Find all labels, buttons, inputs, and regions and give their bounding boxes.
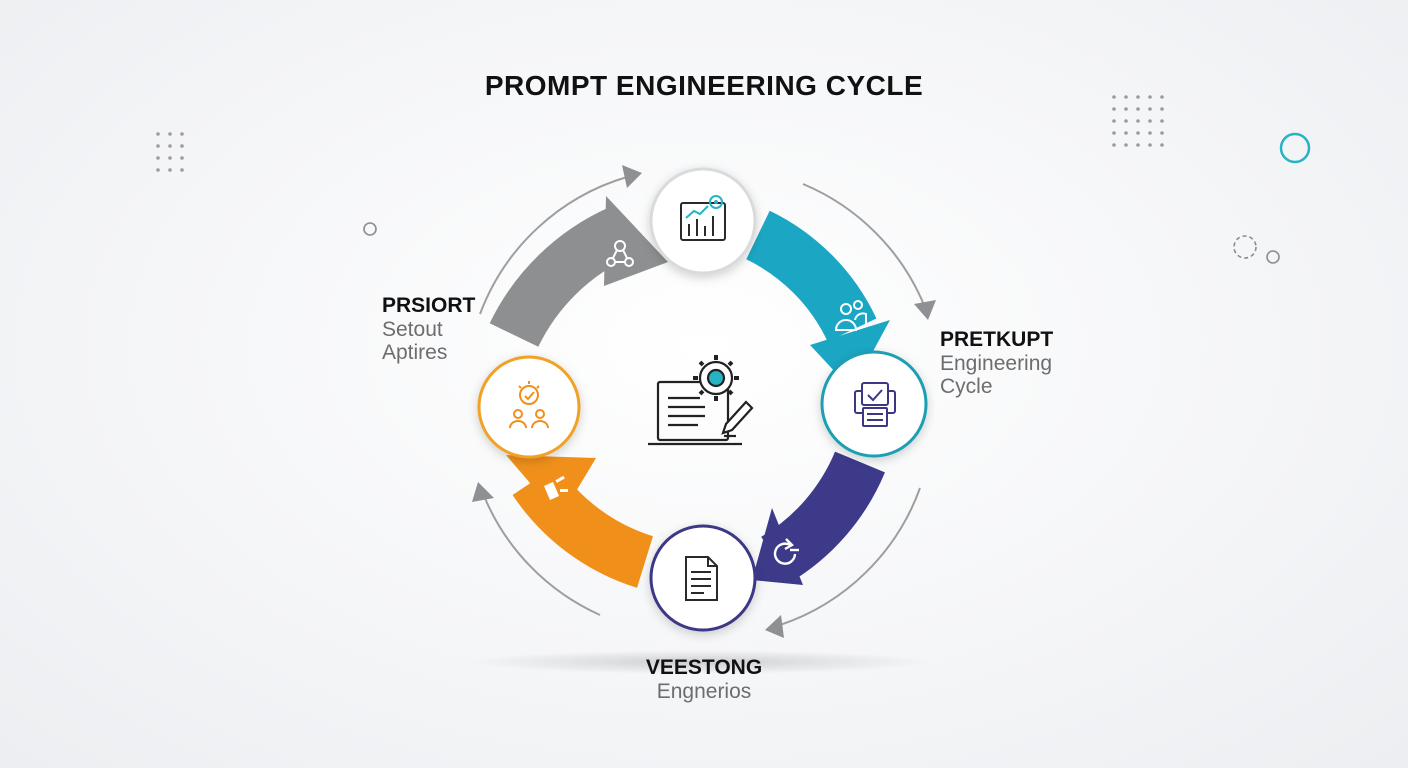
node-bottom xyxy=(649,524,757,632)
label-right-line1: Engineering xyxy=(940,351,1053,375)
segment-gray xyxy=(489,207,632,348)
bar-chart-target-icon xyxy=(680,195,726,241)
dot-grid-left-decoration xyxy=(156,132,184,172)
ring-decoration-small-right xyxy=(1266,250,1280,264)
outer-arrowhead-bottom-right xyxy=(765,615,784,638)
segment-gray-arrowhead xyxy=(604,196,668,286)
outer-arrowhead-bottom-left xyxy=(472,482,494,502)
label-left-line2: Aptires xyxy=(382,341,448,365)
label-left: PRSIORT Setout Aptires xyxy=(382,294,475,365)
ring-decoration-teal xyxy=(1279,132,1311,164)
outer-arrowhead-top-left xyxy=(622,165,642,188)
node-top xyxy=(649,167,757,275)
node-left xyxy=(477,355,581,459)
users-icon xyxy=(834,300,867,331)
segment-teal-arrowhead xyxy=(810,320,890,390)
outer-arrow-bottom-right xyxy=(779,487,921,626)
label-right-line2: Cycle xyxy=(940,375,993,399)
page-title: PROMPT ENGINEERING CYCLE xyxy=(484,70,924,101)
document-lines-icon xyxy=(685,556,718,601)
clipboard-check-icon xyxy=(854,382,896,427)
outer-arrow-top-left xyxy=(479,176,628,315)
label-right: PRETKUPT Engineering Cycle xyxy=(940,328,1053,399)
label-bottom-heading: VEESTONG xyxy=(645,656,763,679)
label-right-heading: PRETKUPT xyxy=(940,328,1054,351)
ring-decoration-small xyxy=(363,222,377,236)
label-bottom-line1: Engnerios xyxy=(656,679,752,703)
document-gear-pen-icon xyxy=(648,355,754,446)
dot-grid-right-decoration xyxy=(1112,95,1164,147)
label-bottom: VEESTONG Engnerios xyxy=(600,656,808,703)
dashed-ring-decoration xyxy=(1233,235,1257,259)
segment-indigo xyxy=(760,451,885,584)
refresh-icon xyxy=(773,538,799,565)
node-right xyxy=(820,350,928,458)
click-icon xyxy=(544,475,568,500)
segment-teal xyxy=(745,210,877,343)
team-settings-icon xyxy=(509,381,549,429)
outer-arrowhead-top-right xyxy=(914,300,936,320)
floor-shadow xyxy=(470,650,930,674)
label-left-heading: PRSIORT xyxy=(382,294,476,317)
label-left-line1: Setout xyxy=(382,317,443,341)
network-nodes-icon xyxy=(606,240,634,267)
outer-arrow-bottom-left xyxy=(483,495,601,616)
outer-arrow-top-right xyxy=(802,183,925,306)
